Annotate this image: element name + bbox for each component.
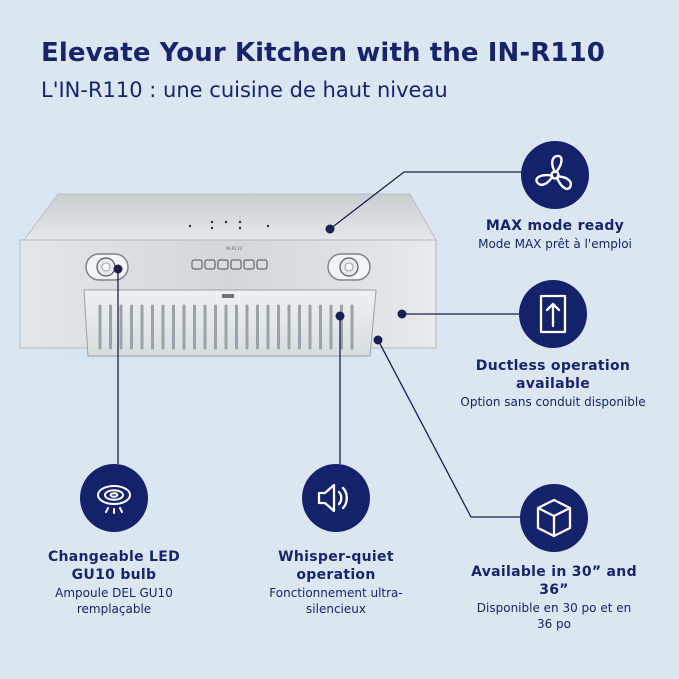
led-icon-circle xyxy=(80,464,148,532)
page-title: Elevate Your Kitchen with the IN-R110 xyxy=(41,38,605,68)
feature-subtitle: Disponible en 30 po et en 36 po xyxy=(476,601,632,631)
fan-icon-circle xyxy=(521,141,589,209)
feature-title: Ductless operation available xyxy=(475,358,631,392)
feature-subtitle: Fonctionnement ultra-silencieux xyxy=(269,586,403,616)
fan-icon xyxy=(535,154,573,190)
filter-handle xyxy=(222,294,234,298)
feature-ductless: Ductless operation available Option sans… xyxy=(458,357,648,410)
feature-sizes: Available in 30” and 36” Disponible en 3… xyxy=(470,563,638,632)
feature-subtitle: Option sans conduit disponible xyxy=(460,395,646,409)
feature-title: Changeable LED GU10 bulb xyxy=(47,549,181,583)
baffle-filter xyxy=(83,289,377,357)
feature-max-mode: MAX mode ready Mode MAX prêt à l'emploi xyxy=(452,217,658,252)
control-buttons xyxy=(191,259,268,270)
hood-top xyxy=(23,193,437,241)
callout-lines xyxy=(117,171,522,518)
speaker-icon xyxy=(317,483,348,513)
control-dots xyxy=(188,220,270,230)
feature-subtitle: Ampoule DEL GU10 remplaçable xyxy=(55,586,173,616)
led-bulb-icon xyxy=(97,485,131,514)
feature-title: MAX mode ready xyxy=(485,218,625,234)
feature-subtitle: Mode MAX prêt à l'emploi xyxy=(478,237,632,251)
feature-quiet: Whisper-quiet operation Fonctionnement u… xyxy=(250,548,422,617)
ductless-icon-circle xyxy=(519,280,587,348)
callout-dots xyxy=(113,224,407,345)
box-icon-circle xyxy=(520,484,588,552)
speaker-icon-circle xyxy=(302,464,370,532)
svg-text:IN-R110: IN-R110 xyxy=(226,246,242,251)
feature-led: Changeable LED GU10 bulb Ampoule DEL GU1… xyxy=(28,548,200,617)
ductless-icon xyxy=(539,294,567,334)
feature-title: Available in 30” and 36” xyxy=(471,564,637,598)
right-led-light xyxy=(327,253,371,281)
feature-title: Whisper-quiet operation xyxy=(278,549,394,583)
box-icon xyxy=(536,498,572,538)
page-subtitle: L'IN-R110 : une cuisine de haut niveau xyxy=(41,78,448,102)
